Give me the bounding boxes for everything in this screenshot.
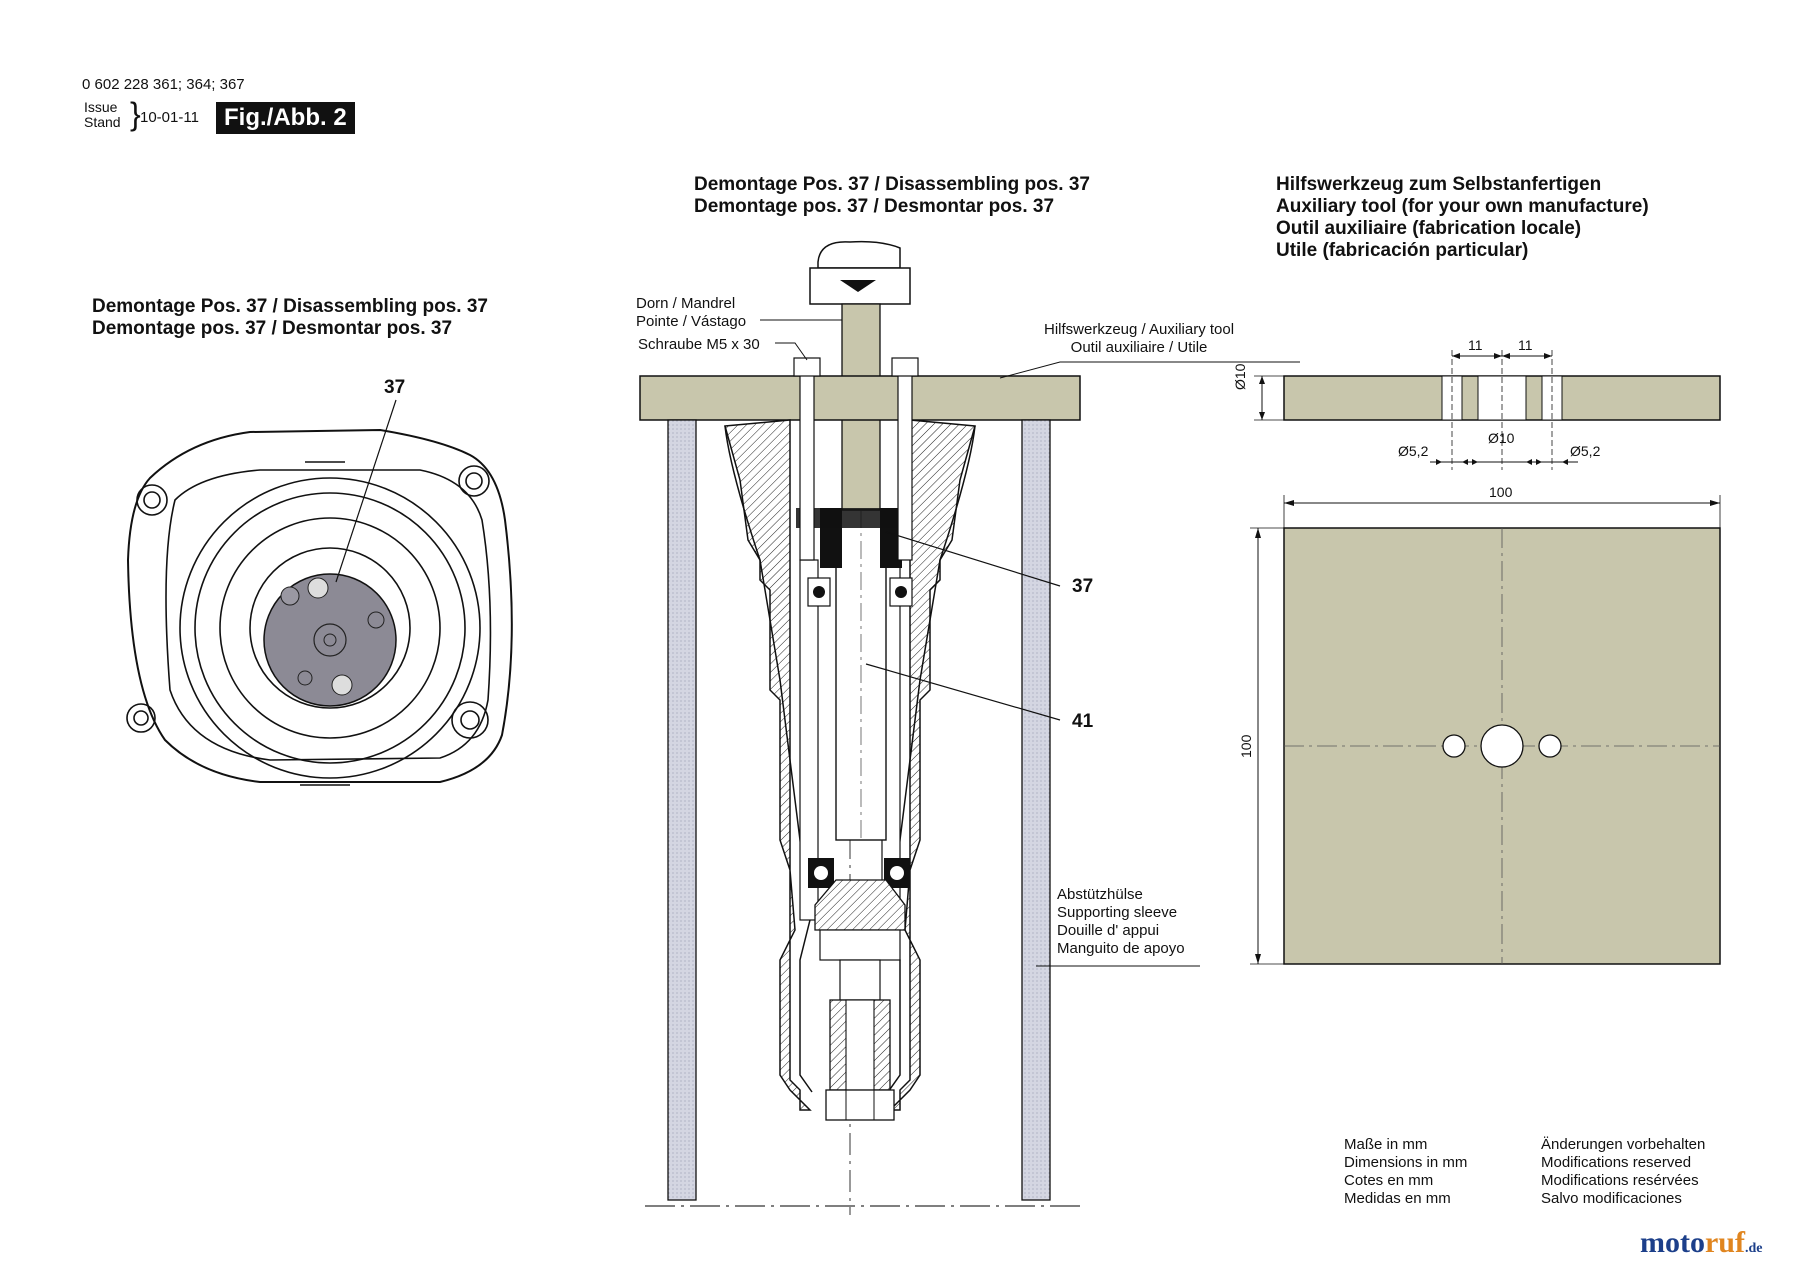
right-title-line1: Hilfswerkzeug zum Selbstanfertigen <box>1276 174 1602 195</box>
brace: } <box>130 96 141 132</box>
mandrel-line1: Dorn / Mandrel <box>636 295 736 312</box>
sectional-view <box>639 240 1300 1215</box>
callout-37-left: 37 <box>384 377 406 398</box>
watermark-tld: .de <box>1744 1241 1763 1256</box>
dim-11-left: 11 <box>1468 337 1483 353</box>
mod-es: Salvo modificaciones <box>1541 1190 1682 1207</box>
dim-11-right: 11 <box>1518 337 1533 353</box>
middle-title-line1: Demontage Pos. 37 / Disassembling pos. 3… <box>694 174 1090 195</box>
mandrel-line2: Pointe / Vástago <box>636 313 747 330</box>
watermark-brand-a: moto <box>1640 1226 1705 1259</box>
sleeve-label: Abstützhülse Supporting sleeve Douille d… <box>1057 886 1185 958</box>
modifications-note: Änderungen vorbehalten Modifications res… <box>1541 1136 1705 1208</box>
sleeve-line2: Supporting sleeve <box>1057 904 1178 921</box>
stand-label: Stand <box>84 114 121 130</box>
aux-tool-label: Hilfswerkzeug / Auxiliary tool Outil aux… <box>1044 321 1234 357</box>
dim-d52-right: Ø5,2 <box>1570 443 1601 459</box>
middle-title-line2: Demontage pos. 37 / Desmontar pos. 37 <box>694 196 1055 217</box>
left-title-line1: Demontage Pos. 37 / Disassembling pos. 3… <box>92 296 488 317</box>
sleeve-line3: Douille d' appui <box>1057 922 1160 939</box>
sleeve-line4: Manguito de apoyo <box>1057 940 1185 957</box>
dim-100-width: 100 <box>1489 484 1513 500</box>
part-37-disc <box>263 573 397 707</box>
mod-en: Modifications reserved <box>1541 1154 1692 1171</box>
units-en: Dimensions in mm <box>1344 1154 1468 1171</box>
aux-tool-line2: Outil auxiliaire / Utile <box>1070 339 1208 356</box>
units-note: Maße in mm Dimensions in mm Cotes en mm … <box>1344 1136 1467 1208</box>
dim-d10-vertical: Ø10 <box>1232 363 1248 390</box>
tool-side-view <box>1254 350 1721 470</box>
left-title: Demontage Pos. 37 / Disassembling pos. 3… <box>92 296 488 340</box>
dim-100-height: 100 <box>1238 734 1254 758</box>
right-title: Hilfswerkzeug zum Selbstanfertigen Auxil… <box>1276 174 1649 262</box>
part-numbers: 0 602 228 361; 364; 367 <box>82 76 245 93</box>
mod-de: Änderungen vorbehalten <box>1541 1136 1706 1153</box>
mod-fr: Modifications resérvées <box>1541 1172 1699 1189</box>
leader-37-left <box>335 399 397 583</box>
middle-title: Demontage Pos. 37 / Disassembling pos. 3… <box>694 174 1090 218</box>
screw-label: Schraube M5 x 30 <box>638 336 760 353</box>
figure-label: Fig./Abb. 2 <box>216 102 355 134</box>
sleeve-line1: Abstützhülse <box>1057 886 1143 903</box>
issue-date: 10-01-11 <box>140 109 199 126</box>
units-fr: Cotes en mm <box>1344 1172 1434 1189</box>
aux-tool-line1: Hilfswerkzeug / Auxiliary tool <box>1044 321 1235 338</box>
watermark-logo[interactable]: motoruf.de <box>1640 1226 1762 1260</box>
dim-d10: Ø10 <box>1488 430 1515 446</box>
callout-41: 41 <box>1072 711 1094 732</box>
mandrel-label: Dorn / Mandrel Pointe / Vástago <box>636 295 746 331</box>
right-title-line3: Outil auxiliaire (fabrication locale) <box>1276 218 1582 239</box>
callout-37: 37 <box>1072 576 1094 597</box>
issue-stand-block: Issue Stand <box>84 100 121 130</box>
watermark-brand-b: ruf <box>1704 1226 1745 1259</box>
issue-label: Issue <box>84 99 118 115</box>
right-title-line4: Utile (fabricación particular) <box>1276 240 1529 261</box>
dim-d52-left: Ø5,2 <box>1398 443 1429 459</box>
units-de: Maße in mm <box>1344 1136 1428 1153</box>
tool-top-view <box>1250 495 1721 965</box>
units-es: Medidas en mm <box>1344 1190 1451 1207</box>
right-title-line2: Auxiliary tool (for your own manufacture… <box>1276 196 1649 217</box>
left-title-line2: Demontage pos. 37 / Desmontar pos. 37 <box>92 318 453 339</box>
housing-top-view <box>126 428 513 786</box>
